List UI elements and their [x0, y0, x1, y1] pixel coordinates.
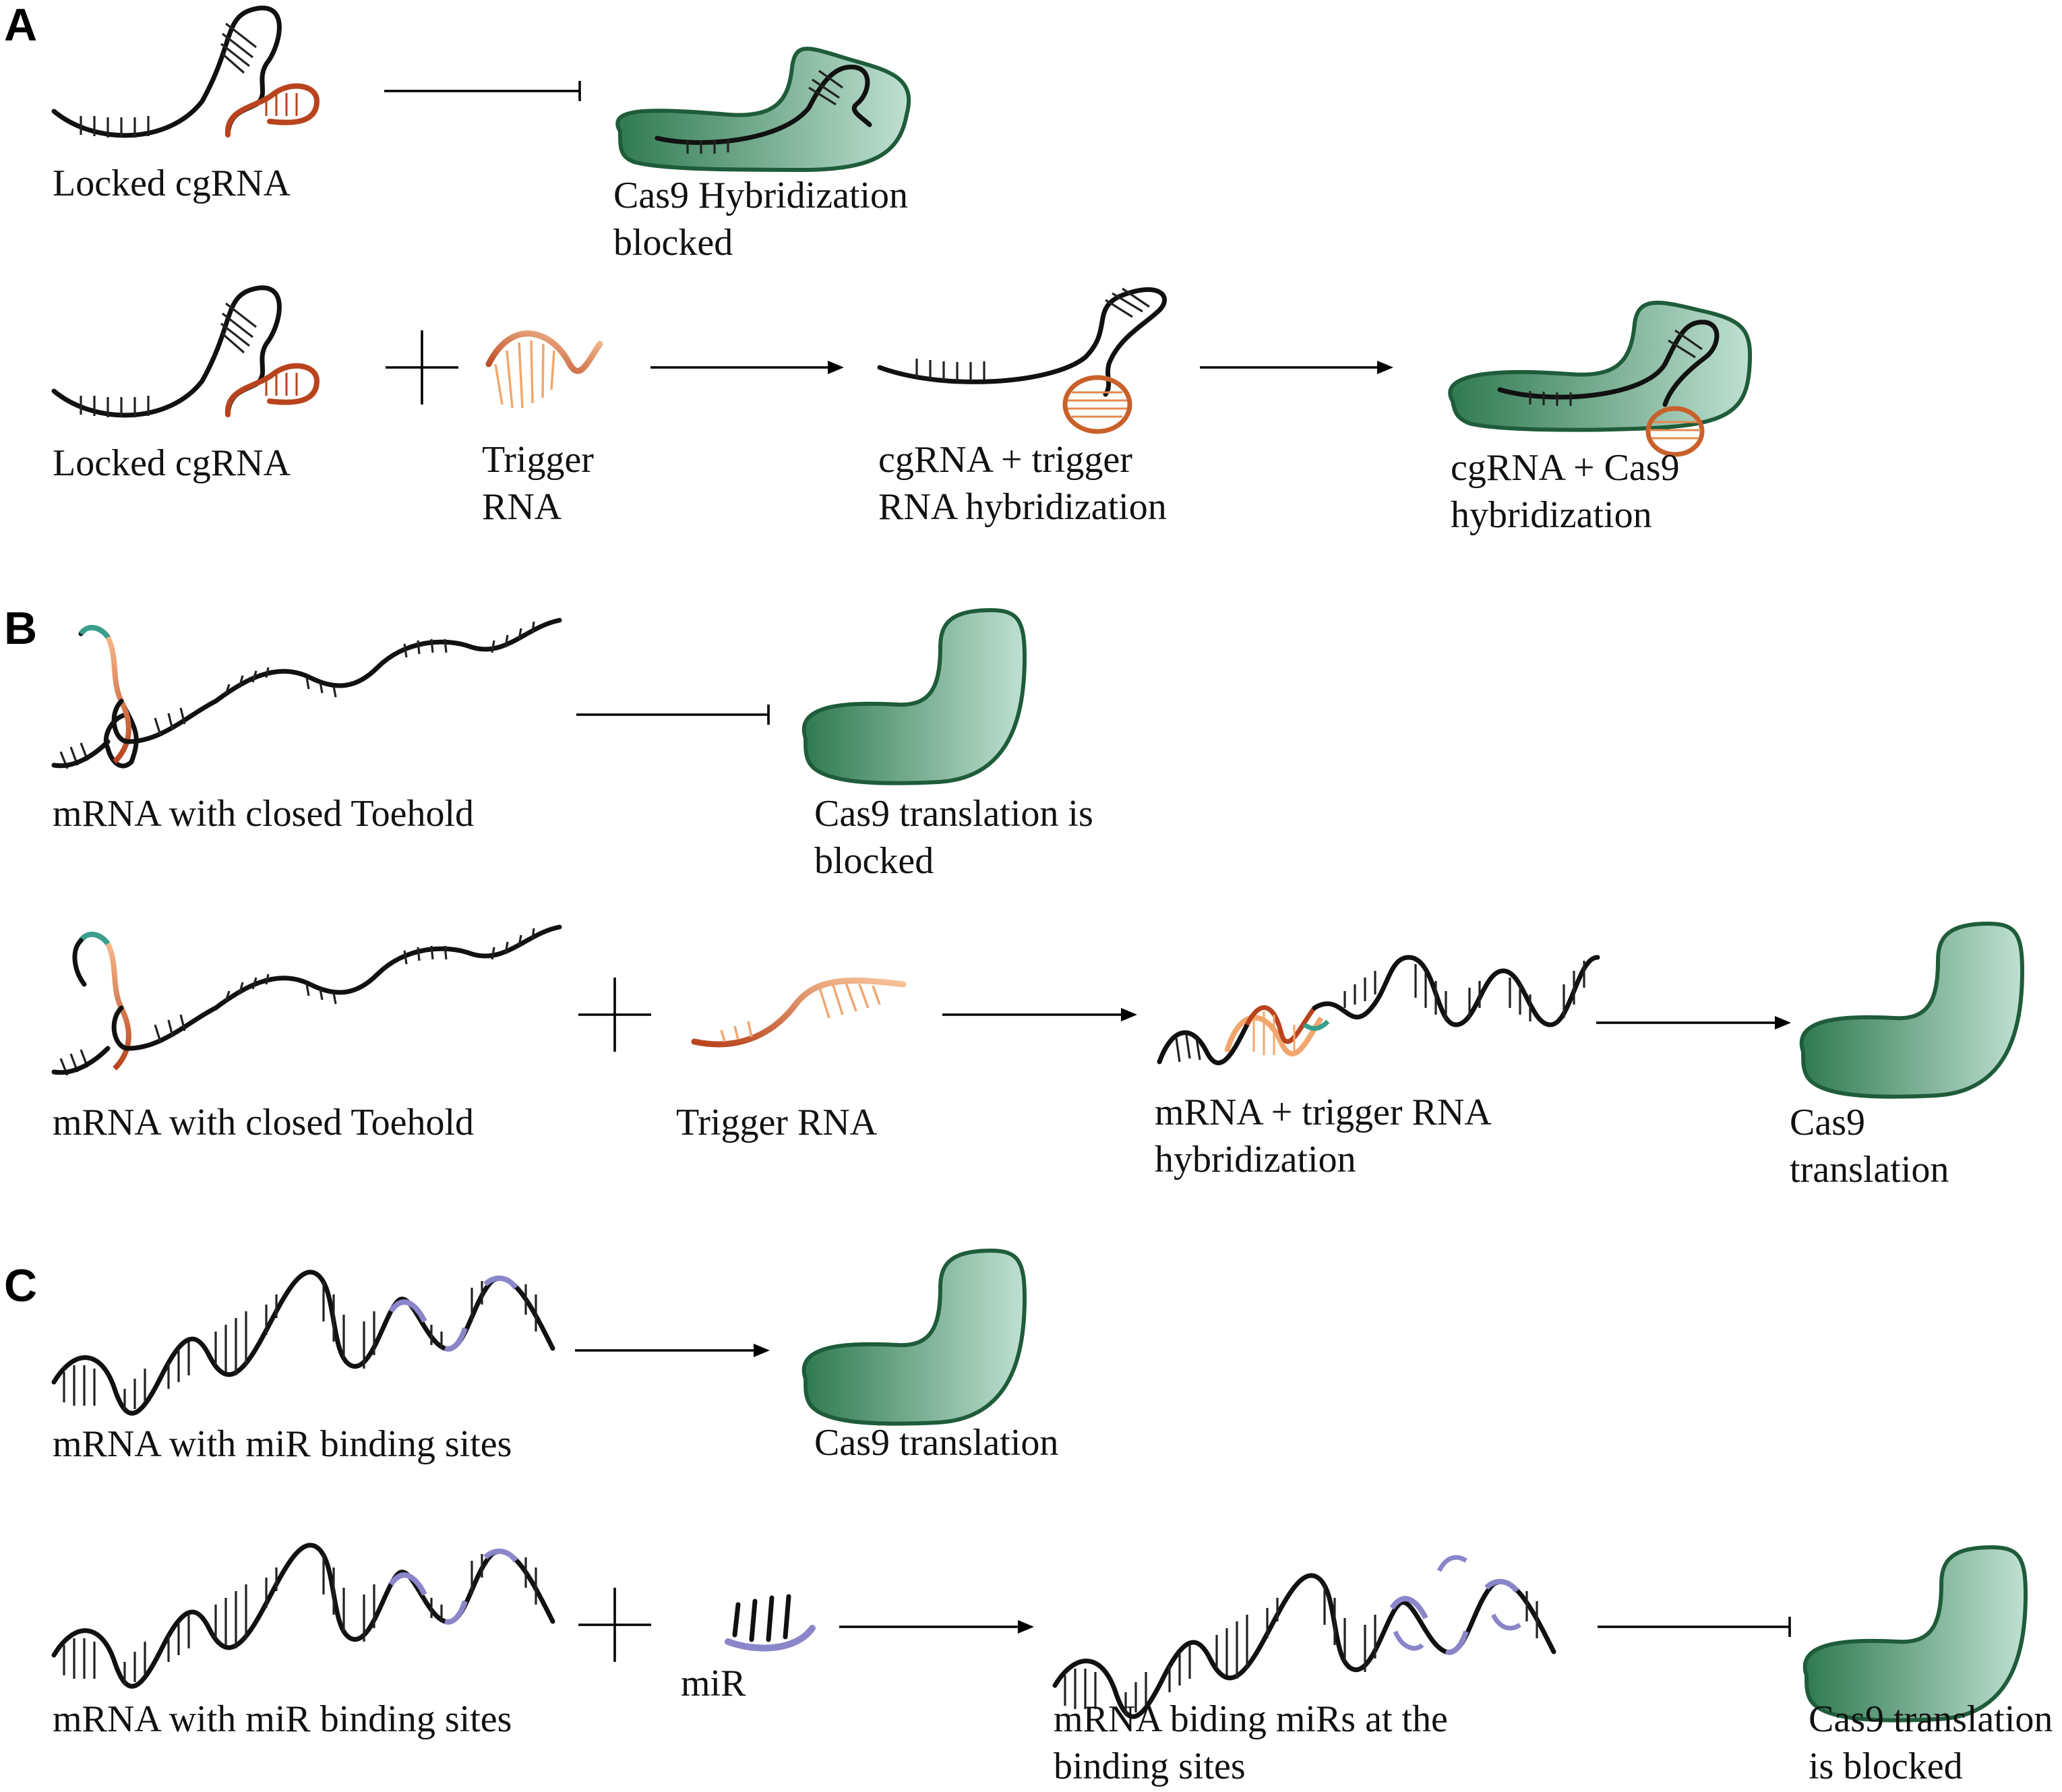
label-cas9-hybridization-blocked-2: blocked [613, 222, 733, 264]
mrna-mir-sites-c2 [51, 1543, 555, 1689]
label-cas9-translation-blocked-c2-2: is blocked [1809, 1745, 1963, 1787]
locked-cgrna-a2 [51, 285, 320, 418]
trigger-rna-b2 [691, 977, 907, 1048]
cas9-protein-b1 [801, 607, 1027, 785]
mrna-toehold-b1 [51, 618, 562, 769]
label-cgrna-trigger-hybrid-2: RNA hybridization [878, 486, 1167, 528]
arrow-a2-1 [650, 361, 844, 374]
arrow-a2-2 [1200, 361, 1393, 374]
cas9-protein-a2 [1448, 300, 1753, 457]
label-mrna-binding-mirs-1: mRNA biding miRs at the [1054, 1698, 1448, 1740]
cas9-protein-b2 [1799, 921, 2025, 1099]
label-mrna-mir-sites-c1: mRNA with miR binding sites [53, 1423, 512, 1465]
label-cas9-translation-blocked-b1-1: Cas9 translation is [814, 793, 1093, 835]
label-mrna-mir-sites-c2: mRNA with miR binding sites [53, 1698, 512, 1740]
mir-c2 [725, 1594, 816, 1652]
cas9-protein-c2 [1802, 1545, 2028, 1723]
label-mrna-binding-mirs-2: binding sites [1054, 1745, 1246, 1787]
plus-sign-c2 [578, 1588, 651, 1662]
label-cas9-translation-b2-1: Cas9 [1790, 1102, 1865, 1143]
label-mrna-trigger-hybrid-1: mRNA + trigger RNA [1155, 1092, 1492, 1133]
mrna-toehold-b2 [51, 924, 562, 1076]
panel-label-c: C [4, 1260, 37, 1311]
label-locked-cgrna-a1: Locked cgRNA [53, 162, 291, 204]
cgrna-spacer-hatch [80, 116, 150, 138]
label-mrna-closed-toehold-b2: mRNA with closed Toehold [53, 1102, 474, 1143]
label-cgrna-cas9-hybrid-2: hybridization [1451, 494, 1652, 536]
trigger-rna-a2 [485, 330, 603, 409]
label-cgrna-cas9-hybrid-1: cgRNA + Cas9 [1451, 447, 1680, 489]
inhibition-arrow-b1 [576, 705, 770, 725]
mrna-bound-mirs-c2 [1052, 1555, 1556, 1719]
label-trigger-rna-a2-1: Trigger [482, 439, 594, 481]
plus-sign-a2 [386, 330, 458, 405]
label-cas9-translation-c1: Cas9 translation [814, 1422, 1058, 1464]
arrow-c2-1 [839, 1620, 1034, 1634]
label-mrna-trigger-hybrid-2: hybridization [1155, 1139, 1356, 1181]
panel-label-b: B [4, 603, 37, 654]
label-trigger-rna-a2-2: RNA [482, 486, 562, 528]
arrow-c1 [575, 1344, 770, 1357]
label-trigger-rna-b2: Trigger RNA [676, 1102, 878, 1143]
cas9-protein-a1 [615, 47, 911, 173]
label-cas9-translation-b2-2: translation [1790, 1149, 1949, 1191]
plus-sign-b2 [578, 978, 651, 1052]
label-cgrna-trigger-hybrid-1: cgRNA + trigger [878, 439, 1132, 481]
locked-cgrna-a1 [51, 5, 320, 138]
label-locked-cgrna-a2: Locked cgRNA [53, 442, 291, 484]
label-cas9-translation-blocked-b1-2: blocked [814, 840, 934, 882]
label-cas9-translation-blocked-c2-1: Cas9 translation [1809, 1698, 2053, 1740]
cas9-protein-c1 [801, 1248, 1027, 1426]
arrow-b2-1 [942, 1008, 1137, 1021]
cgrna-trigger-hybrid-a2 [877, 287, 1167, 434]
inhibition-arrow-a1 [384, 81, 581, 101]
panel-label-a: A [4, 0, 37, 51]
arrow-b2-2 [1596, 1016, 1791, 1029]
inhibition-arrow-c2 [1598, 1617, 1791, 1637]
mrna-mir-sites-c1 [51, 1270, 555, 1416]
label-mrna-closed-toehold-b1: mRNA with closed Toehold [53, 793, 474, 835]
cgrna-hairpin-hatch [220, 22, 257, 74]
label-cas9-hybridization-blocked-1: Cas9 Hybridization [613, 175, 908, 216]
label-mir-c2: miR [681, 1663, 746, 1704]
mrna-trigger-hybrid-b2 [1157, 955, 1600, 1065]
